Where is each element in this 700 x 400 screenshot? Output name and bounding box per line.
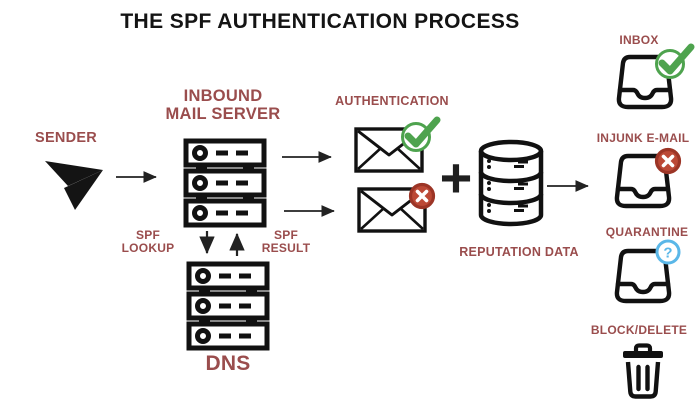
x-badge-icon [408,182,436,210]
authentication-label: AUTHENTICATION [335,94,449,108]
dns-server-stack-icon [186,261,270,351]
spf-lookup-line2: LOOKUP [121,241,175,256]
database-icon [478,139,544,227]
quarantine-label: QUARANTINE [605,225,689,239]
spf-lookup-line1: SPF [135,228,161,242]
inbound-mail-server-label-line2: MAIL SERVER [165,105,281,124]
injunk-email-label: INJUNK E-MAIL [596,131,690,145]
spf-result-line1: SPF [273,228,299,242]
spf-result-label: SPF RESULT [246,228,326,256]
sender-label: SENDER [35,130,97,146]
quarantine-question-badge-icon: ? [655,239,681,265]
check-badge-icon [401,116,441,152]
dns-label: DNS [205,352,251,375]
inbound-mail-server-label: INBOUND MAIL SERVER [143,87,303,124]
paper-plane-icon [45,161,103,210]
question-glyph: ? [663,245,672,262]
block-delete-label: BLOCK/DELETE [590,323,688,337]
trash-icon [623,343,663,399]
server-stack-icon [183,138,267,228]
page-title: THE SPF AUTHENTICATION PROCESS [120,10,520,33]
spf-lookup-label: SPF LOOKUP [108,228,188,256]
reputation-data-label: REPUTATION DATA [459,245,579,259]
injunk-x-badge-icon [654,147,682,175]
inbox-label: INBOX [619,33,659,47]
plus-sign: + [439,146,473,209]
spf-result-line2: RESULT [261,241,311,256]
inbound-mail-server-label-line1: INBOUND [183,87,263,105]
injunk-tray-icon [614,153,672,209]
inbox-check-badge-icon [655,43,695,79]
